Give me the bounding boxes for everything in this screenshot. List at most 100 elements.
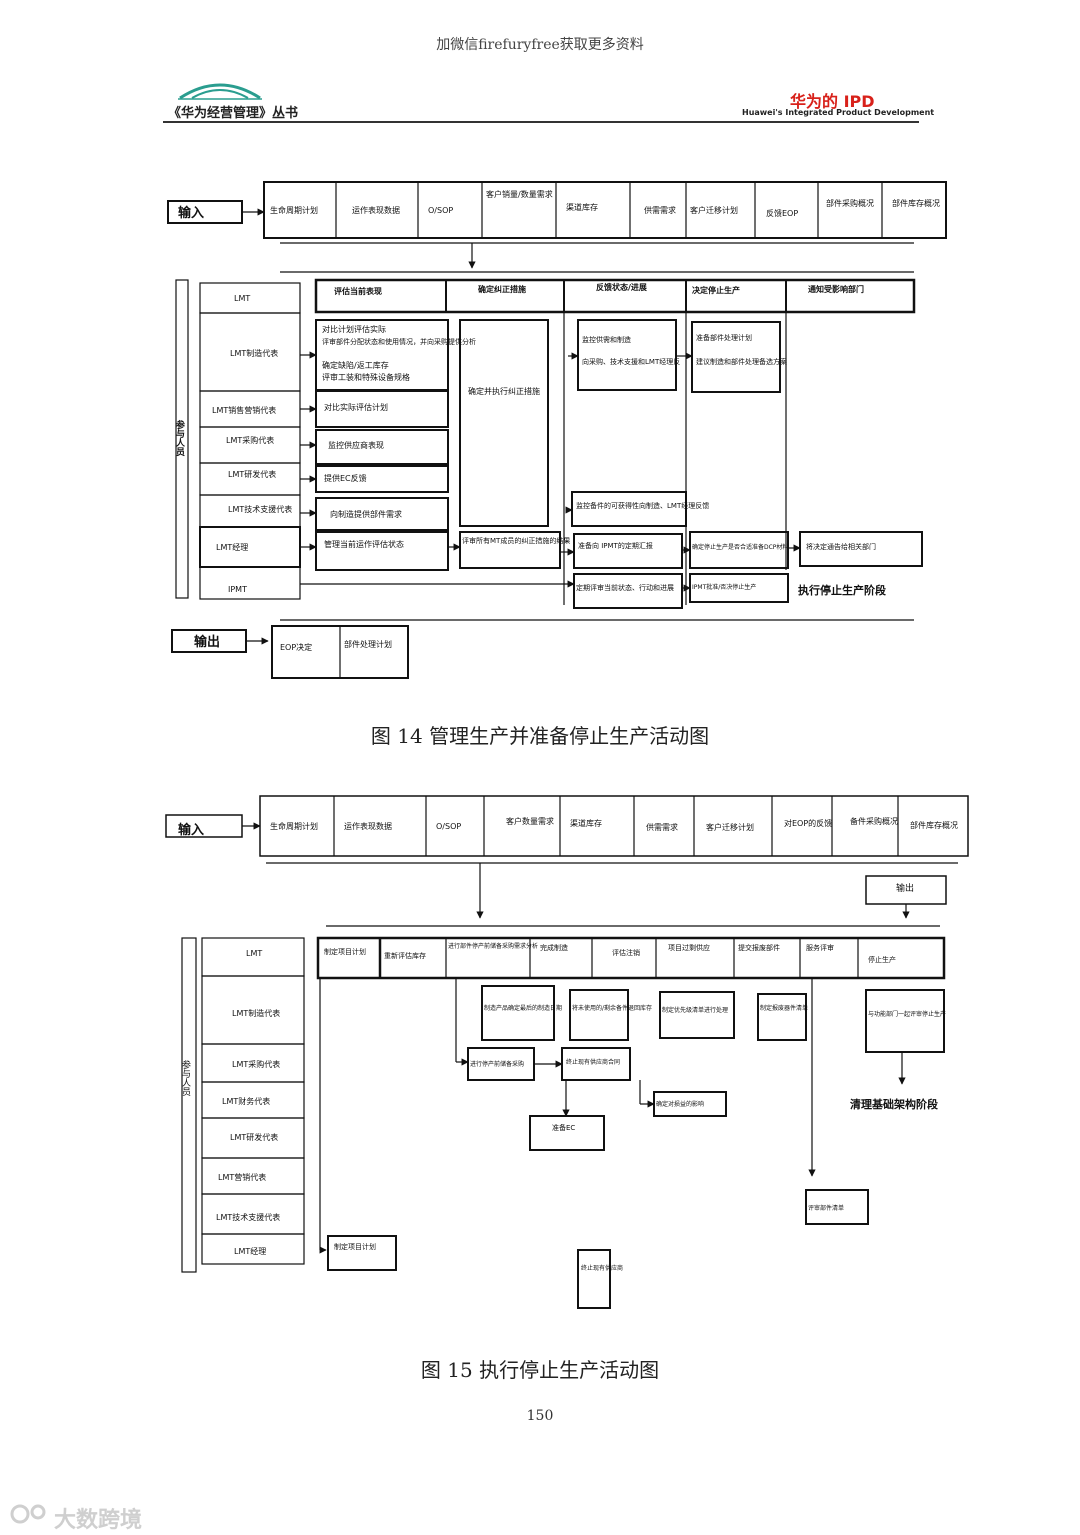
series-title: 《华为经营管理》丛书	[168, 106, 299, 121]
fig14-input-7: 反馈EOP	[766, 208, 798, 218]
fig15-role-7: LMT经理	[234, 1246, 266, 1256]
fig15-input-8: 备件采购概况	[850, 816, 898, 826]
fig14-input-5: 供需需求	[644, 205, 676, 215]
fig14-t5: 向制造提供部件需求	[330, 509, 402, 519]
fig14-input-9: 部件库存概况	[892, 198, 940, 208]
fig15-role-4: LMT研发代表	[230, 1132, 278, 1142]
fig14-role-1: LMT制造代表	[230, 348, 278, 358]
fig14-t16: IPMT批准/否决停止生产	[692, 583, 756, 591]
fig14-t2: 对比实际评估计划	[324, 402, 388, 412]
fig14-caption: 图 14 管理生产并准备停止生产活动图	[370, 724, 710, 748]
fig15-a5: 与功能部门一起评审停止生产	[868, 1010, 946, 1018]
fig14-input-4: 渠道库存	[566, 202, 598, 212]
fig15-a10: 评审部件清单	[808, 1204, 844, 1212]
fig14-t10-bullet-0: 准备部件处理计划	[696, 333, 752, 342]
figure-14-diagram: 输入 生命周期计划 运作表现数据 O/SOP 客户销量/数量需求 渠道库存 供需…	[167, 181, 947, 679]
fig14-phase-3: 决定停止生产	[692, 285, 740, 295]
fig14-participants-label: 参与人员	[174, 419, 186, 457]
fig14-input-0: 生命周期计划	[270, 205, 318, 215]
fig14-role-5: LMT技术支援代表	[228, 504, 292, 514]
fig15-input-9: 部件库存概况	[910, 820, 958, 830]
fig15-phase-1: 重新评估库存	[384, 951, 426, 960]
fig15-role-1: LMT制造代表	[232, 1008, 280, 1018]
fig15-a8: 确定对损益的影响	[656, 1100, 704, 1108]
fig15-phase-4: 评估注销	[612, 948, 640, 957]
fig14-t1-bullet-1: 评审部件分配状态和使用情况，并向采购提供分析	[322, 337, 476, 346]
fig15-phase-2: 进行部件停产前储备采购需求分析	[448, 942, 538, 950]
fig15-input-2: O/SOP	[436, 822, 461, 831]
fig14-phase-1: 确定纠正措施	[478, 284, 526, 294]
fig15-a11: 制定项目计划	[334, 1242, 376, 1251]
fig14-t10-bullet-1: 建议制造和部件处理备选方案	[696, 357, 787, 366]
fig14-t11: 监控备件的可获得性向制造、LMT经理反馈	[576, 501, 709, 510]
fig15-next-stage: 清理基础架构阶段	[850, 1097, 938, 1111]
fig15-role-0: LMT	[246, 949, 262, 958]
fig15-role-6: LMT技术支援代表	[216, 1212, 280, 1222]
brand-subtitle: Huawei's Integrated Product Development	[742, 108, 935, 117]
fig15-a7: 终止现有供应商合同	[566, 1058, 620, 1066]
fig15-input-3: 客户数量需求	[506, 816, 554, 826]
fig15-phase-3: 完成制造	[540, 943, 568, 952]
fig14-input-6: 客户迁移计划	[690, 205, 738, 215]
fig15-a3: 制定优先级清单进行处理	[662, 1006, 728, 1014]
fig14-t9-bullet-1: 向采购、技术支援和LMT经理反	[582, 357, 680, 366]
fig15-a9: 准备EC	[552, 1123, 575, 1132]
fig14-t1-bullet-2: 确定缺陷/返工库存	[322, 360, 389, 370]
header-rule	[163, 121, 919, 123]
fig15-participants-label: 参与人员	[180, 1059, 191, 1097]
fig15-input-4: 渠道库存	[570, 818, 602, 828]
fig15-a12: 终止现有供应商	[581, 1264, 623, 1272]
fig14-t14: 确定停止生产是否合适准备DCP材料	[692, 543, 788, 551]
fig14-phase-4: 通知受影响部门	[808, 284, 864, 294]
fig15-role-3: LMT财务代表	[222, 1096, 270, 1106]
fig14-role-0: LMT	[234, 294, 250, 303]
top-note: 加微信firefuryfree获取更多资料	[436, 37, 644, 53]
fig15-input-0: 生命周期计划	[270, 821, 318, 831]
fig14-t6: 管理当前运作评估状态	[324, 539, 404, 549]
fig14-t9-bullet-0: 监控供需和制造	[582, 335, 631, 344]
fig15-input-6: 客户迁移计划	[706, 822, 754, 832]
fig14-t1-bullet-3: 评审工装和特殊设备规格	[322, 372, 410, 382]
fig15-a2: 将未使用的/剩余备件退回库存	[572, 1004, 652, 1012]
fig14-t13: 定期评审当前状态、行动和进展	[576, 583, 674, 592]
page-number: 150	[526, 1408, 554, 1424]
fig14-role-6: LMT经理	[216, 542, 248, 552]
fig14-t4: 提供EC反馈	[324, 473, 367, 483]
fig14-output-0: EOP决定	[280, 642, 312, 652]
fig14-input-1: 运作表现数据	[352, 205, 400, 215]
fig15-input-5: 供需需求	[646, 822, 678, 832]
fig14-role-2: LMT销售营销代表	[212, 405, 276, 415]
watermark-logo-icon	[10, 1504, 46, 1524]
fig15-role-5: LMT营销代表	[218, 1172, 266, 1182]
fig14-output-1: 部件处理计划	[344, 639, 392, 649]
fig14-input-8: 部件采购概况	[826, 198, 874, 208]
fig14-t7: 确定并执行纠正措施	[468, 386, 540, 396]
fig14-role-3: LMT采购代表	[226, 435, 274, 445]
fig14-role-4: LMT研发代表	[228, 469, 276, 479]
fig15-phase-0: 制定项目计划	[324, 947, 366, 956]
brand-title: 华为的 IPD	[790, 92, 875, 111]
fig14-role-7: IPMT	[228, 585, 247, 594]
fig14-t15: 将决定通告给相关部门	[806, 542, 876, 551]
fig14-t1-bullet-0: 对比计划评估实际	[322, 324, 386, 334]
fig15-input-7: 对EOP的反馈	[784, 818, 832, 828]
huawei-book-logo	[178, 83, 262, 100]
fig15-role-2: LMT采购代表	[232, 1059, 280, 1069]
fig15-a1: 制造产品确定最后的制造日期	[484, 1004, 562, 1012]
fig14-phase-2: 反馈状态/进展	[596, 282, 647, 292]
fig14-output-label: 输出	[194, 634, 220, 650]
fig15-phase-8: 停止生产	[868, 955, 896, 964]
fig14-phase-0: 评估当前表现	[334, 286, 382, 296]
fig15-phase-6: 提交报废部件	[738, 943, 780, 952]
fig14-input-3: 客户销量/数量需求	[486, 189, 553, 199]
fig15-phase-7: 服务评审	[806, 943, 834, 952]
fig14-t8: 评审所有MT成员的纠正措施的结果	[462, 536, 570, 545]
fig15-a6: 进行停产前储备采购	[470, 1060, 524, 1068]
fig14-next-stage: 执行停止生产阶段	[798, 583, 886, 597]
fig15-output-label: 输出	[896, 882, 914, 894]
fig14-t12: 准备向 IPMT的定期汇报	[578, 541, 653, 550]
fig14-input-label: 输入	[178, 205, 204, 221]
fig15-a4: 制定报废器件清单	[760, 1004, 808, 1012]
fig15-input-1: 运作表现数据	[344, 821, 392, 831]
